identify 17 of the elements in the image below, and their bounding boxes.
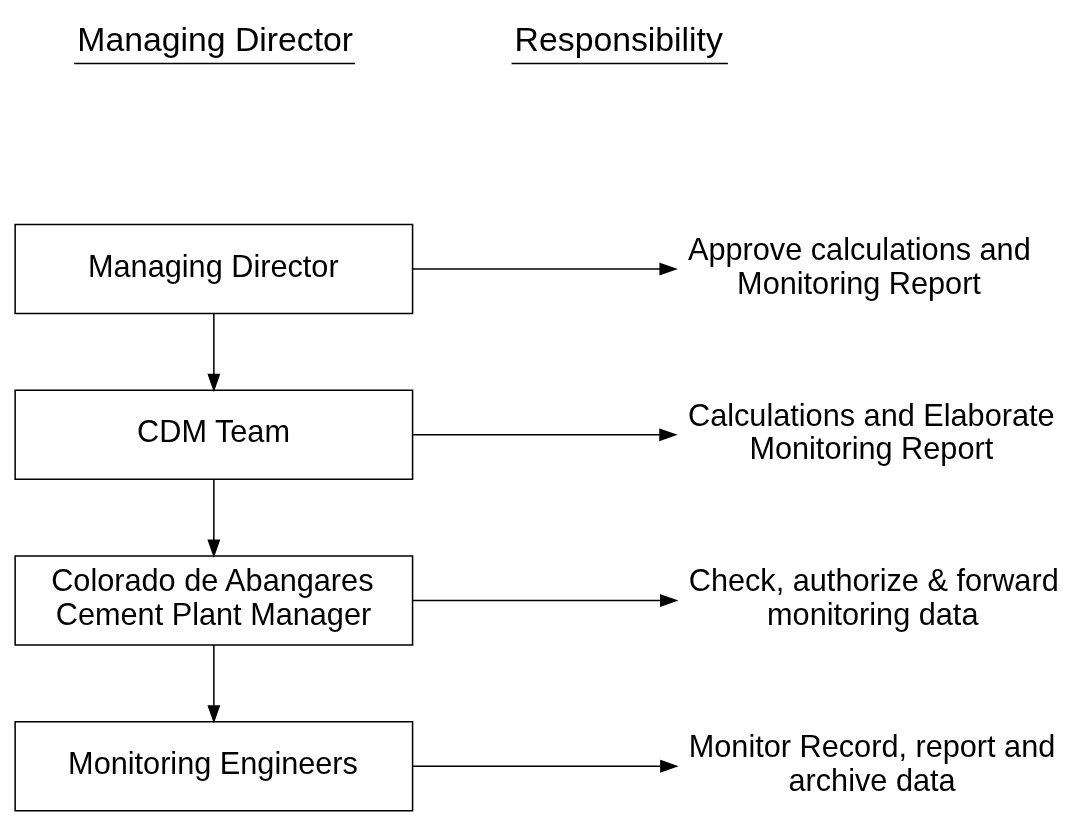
arrow [207,312,221,393]
arrow [207,478,221,558]
node-box: Monitoring Engineers [14,720,414,812]
node-box: Managing Director [14,223,414,315]
label: Managing Director [77,19,354,58]
arrow [412,594,679,607]
node-text: Calculations and Elaborate Monitoring Report [688,397,1055,467]
arrow [207,644,221,724]
arrow [411,262,678,276]
node-box: CDM Team [14,389,414,480]
node-box: Colorado de Abangares Cement Plant Manager [14,555,414,646]
label: Responsibility [514,19,723,58]
arrow [412,759,679,773]
node-text: Approve calculations and Monitoring Report [688,231,1031,301]
arrow [412,428,678,442]
node-text: Check, authorize & forward monitoring data [688,563,1059,633]
node-text: Monitor Record, report and archive data [688,728,1056,798]
